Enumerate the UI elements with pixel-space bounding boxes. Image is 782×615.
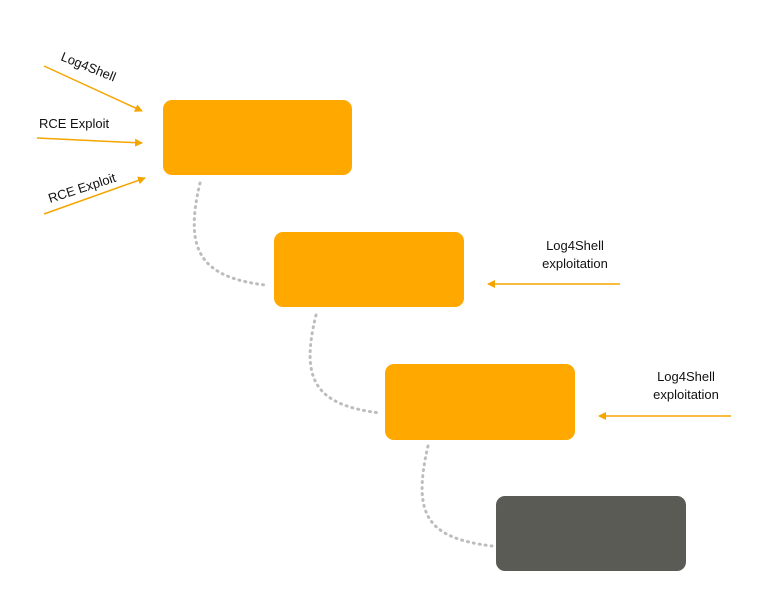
- connector-2-3: [308, 313, 382, 415]
- side-arrow-label-1-line2: exploitation: [542, 256, 608, 271]
- connector-1-2: [192, 181, 267, 287]
- incoming-arrow-1: [43, 65, 143, 112]
- incoming-arrow-label-2: RCE Exploit: [39, 116, 109, 131]
- incoming-arrow-2: [36, 137, 143, 147]
- stage-box-4: [496, 496, 686, 571]
- side-arrow-label-2-line2: exploitation: [653, 387, 719, 402]
- incoming-arrow-3: [43, 176, 146, 215]
- side-arrow-label-2-line1: Log4Shell: [657, 369, 715, 384]
- stage-box-2: [274, 232, 464, 307]
- incoming-arrow-label-1: Log4Shell: [59, 49, 118, 85]
- side-arrow-label-1-line1: Log4Shell: [546, 238, 604, 253]
- stage-box-3: [385, 364, 575, 440]
- stage-box-1: [163, 100, 352, 175]
- connector-3-4: [420, 444, 494, 548]
